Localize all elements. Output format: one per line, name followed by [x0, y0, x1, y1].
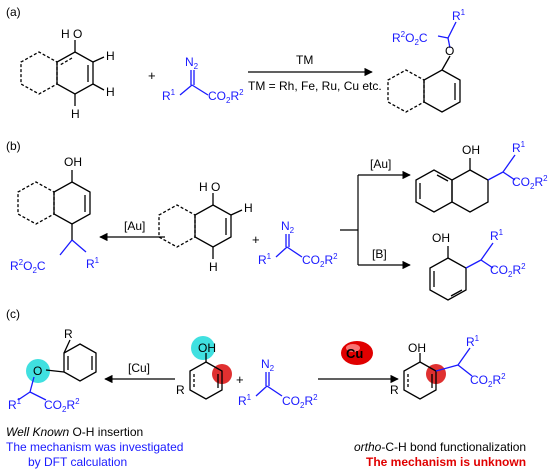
prod-r1-sup: 1 — [461, 8, 466, 17]
peri-h-text: H — [106, 85, 115, 99]
arrow-b-left-label: [Au] — [124, 219, 145, 233]
prod-r2: R — [392, 31, 401, 45]
arrow-b-top-label: [Au] — [370, 157, 391, 171]
branch-arrows-b — [340, 170, 411, 270]
svg-text:R: R — [64, 327, 73, 341]
diazo-ester-structure-b — [275, 234, 303, 258]
prod-ether-o: O — [445, 44, 454, 58]
svg-text:R: R — [390, 383, 399, 397]
center-oh: OH — [198, 341, 216, 355]
ortho-alkylated-naphthol — [415, 154, 516, 213]
svg-text:R1: R1 — [258, 252, 272, 267]
co2r2-sup: 2 — [239, 88, 244, 97]
left-oh: OH — [64, 155, 82, 169]
ortho-h-text: H — [106, 49, 115, 63]
n2-sub: 2 — [194, 62, 199, 71]
caption-dft: by DFT calculation — [28, 455, 127, 469]
center-r: R — [176, 383, 185, 397]
highlight-oh — [191, 336, 215, 360]
svg-text:N2: N2 — [185, 55, 199, 71]
plus-b: + — [252, 232, 260, 247]
co2r2-sub: 2 — [226, 96, 231, 105]
svg-text:R1: R1 — [490, 228, 504, 243]
arrow-b-bottom-label: [B] — [372, 247, 387, 261]
svg-text:R1: R1 — [452, 8, 466, 23]
svg-text:R1: R1 — [162, 88, 176, 103]
svg-text:R1: R1 — [512, 140, 526, 155]
n2-text: N — [185, 55, 194, 69]
svg-text:R1: R1 — [466, 334, 480, 349]
svg-text:CO2R2: CO2R2 — [208, 88, 244, 105]
aryl-ether-product — [17, 339, 97, 401]
left-ester-text: R2O2C — [10, 258, 46, 275]
caption-mech-investigated: The mechanism was investigated — [6, 440, 183, 454]
svg-text:R1: R1 — [8, 397, 22, 412]
svg-text:H: H — [199, 180, 208, 194]
caption-mech-unknown: The mechanism is unknown — [366, 455, 526, 469]
svg-text:CO2R2: CO2R2 — [302, 252, 338, 269]
diazo-ester-structure-c — [255, 372, 283, 397]
plus-c: + — [236, 372, 244, 387]
svg-text:O: O — [211, 180, 220, 194]
co2r2-r: R — [230, 89, 239, 103]
naphthyl-ether-product — [387, 21, 461, 113]
cu-badge-text: Cu — [346, 346, 363, 361]
svg-text:CO2R2: CO2R2 — [512, 174, 548, 191]
arrow-a-bottom: TM = Rh, Fe, Ru, Cu etc. — [248, 79, 382, 93]
r1-text: R — [162, 89, 171, 103]
para-alkylated-naphthol — [17, 170, 91, 256]
svg-text:CO2R2: CO2R2 — [490, 262, 526, 279]
svg-text:OH: OH — [408, 341, 426, 355]
prod-o: O — [405, 31, 414, 45]
arrow-c-left-label: [Cu] — [128, 361, 150, 375]
svg-text:N2: N2 — [261, 357, 275, 373]
caption-ortho: ortho-C-H bond functionalization — [354, 440, 526, 454]
panel-a-label: (a) — [6, 5, 21, 19]
svg-text:CO2R2: CO2R2 — [44, 397, 80, 414]
svg-text:N2: N2 — [281, 219, 295, 235]
copper-badge: Cu — [341, 341, 373, 365]
naphthol-structure — [20, 40, 105, 106]
caption-well-known: Well Known O-H insertion — [6, 425, 143, 439]
plus-a: + — [148, 68, 156, 83]
left-r1-text: R1 — [86, 256, 100, 271]
oh-o-text: O — [73, 27, 82, 41]
prod-o-sub: 2 — [414, 38, 419, 47]
svg-text:H: H — [209, 260, 218, 274]
panel-b-label: (b) — [6, 139, 21, 153]
arrow-a-top: TM — [296, 53, 313, 67]
prod-r2-sup: 2 — [401, 30, 406, 39]
co2r2-text: CO — [208, 89, 226, 103]
prod-c: C — [419, 31, 428, 45]
r1-sup: 1 — [171, 88, 176, 97]
svg-text:R2O2C: R2O2C — [392, 30, 428, 47]
svg-text:CO2R2: CO2R2 — [282, 393, 318, 410]
para-h-text: H — [71, 107, 80, 121]
svg-text:R1: R1 — [238, 393, 252, 408]
ortho-alkylated-phenol — [429, 242, 494, 301]
svg-text:CO2R2: CO2R2 — [470, 372, 506, 389]
highlight-oxygen — [26, 359, 50, 383]
diazo-ester-structure — [179, 70, 209, 96]
phenol-structure — [189, 353, 223, 400]
ortho-functionalized-phenol — [403, 347, 473, 400]
svg-text:OH: OH — [462, 143, 480, 157]
naphthol-structure-b — [158, 193, 243, 259]
svg-text:OH: OH — [432, 231, 450, 245]
oh-h-text: H — [61, 27, 70, 41]
svg-text:O: O — [33, 364, 42, 378]
prod-r1: R — [452, 9, 461, 23]
panel-c-label: (c) — [6, 307, 20, 321]
svg-text:H: H — [244, 201, 253, 215]
